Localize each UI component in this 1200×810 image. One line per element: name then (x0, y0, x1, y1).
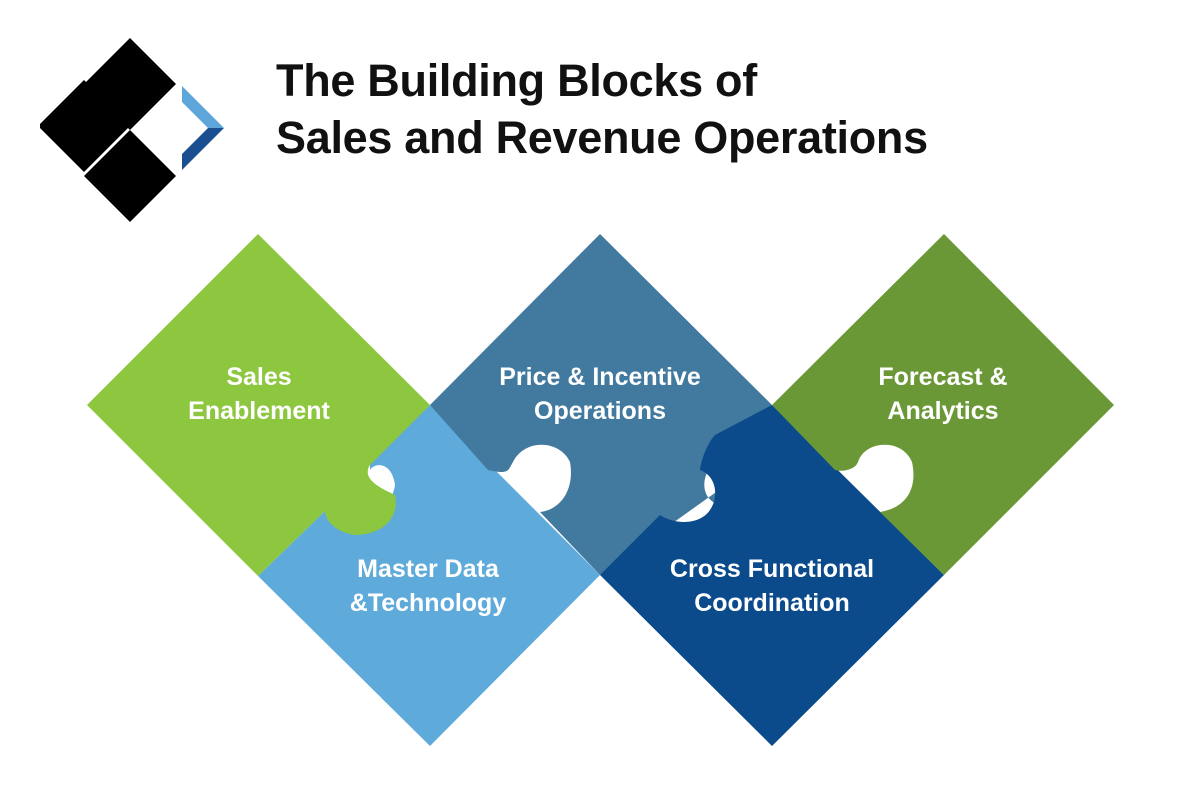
company-logo (40, 38, 224, 222)
label-price-incentive: Price & Incentive Operations (470, 360, 730, 428)
label-price-incentive-line-1: Price & Incentive (499, 363, 701, 391)
label-price-incentive-line-2: Operations (534, 397, 666, 425)
piece-sales-enablement (87, 234, 430, 576)
label-cross-functional-line-2: Coordination (694, 589, 850, 617)
piece-price-incentive (430, 234, 772, 575)
logo-chevron-light (182, 86, 224, 128)
page-title: The Building Blocks of Sales and Revenue… (276, 52, 928, 166)
label-master-data: Master Data &Technology (298, 552, 558, 620)
logo-square-bottom (84, 130, 176, 222)
piece-forecast-analytics (772, 234, 1114, 575)
piece-master-data (258, 405, 600, 746)
label-master-data-line-1: Master Data (357, 555, 499, 583)
label-forecast-analytics-line-1: Forecast & (878, 363, 1008, 391)
title-line-2: Sales and Revenue Operations (276, 112, 928, 163)
logo-square-left (40, 80, 130, 172)
label-sales-enablement-line-1: Sales (226, 363, 292, 391)
piece-cross-functional (600, 405, 944, 746)
label-forecast-analytics-line-2: Analytics (887, 397, 999, 425)
label-cross-functional-line-1: Cross Functional (669, 555, 875, 583)
label-sales-enablement: Sales Enablement (129, 360, 389, 428)
logo-chevron-dark (182, 128, 224, 170)
title-line-1: The Building Blocks of (276, 55, 757, 106)
label-master-data-line-2: &Technology (349, 589, 507, 617)
label-sales-enablement-line-2: Enablement (188, 397, 330, 425)
label-forecast-analytics: Forecast & Analytics (813, 360, 1073, 428)
label-cross-functional: Cross Functional Coordination (642, 552, 902, 620)
